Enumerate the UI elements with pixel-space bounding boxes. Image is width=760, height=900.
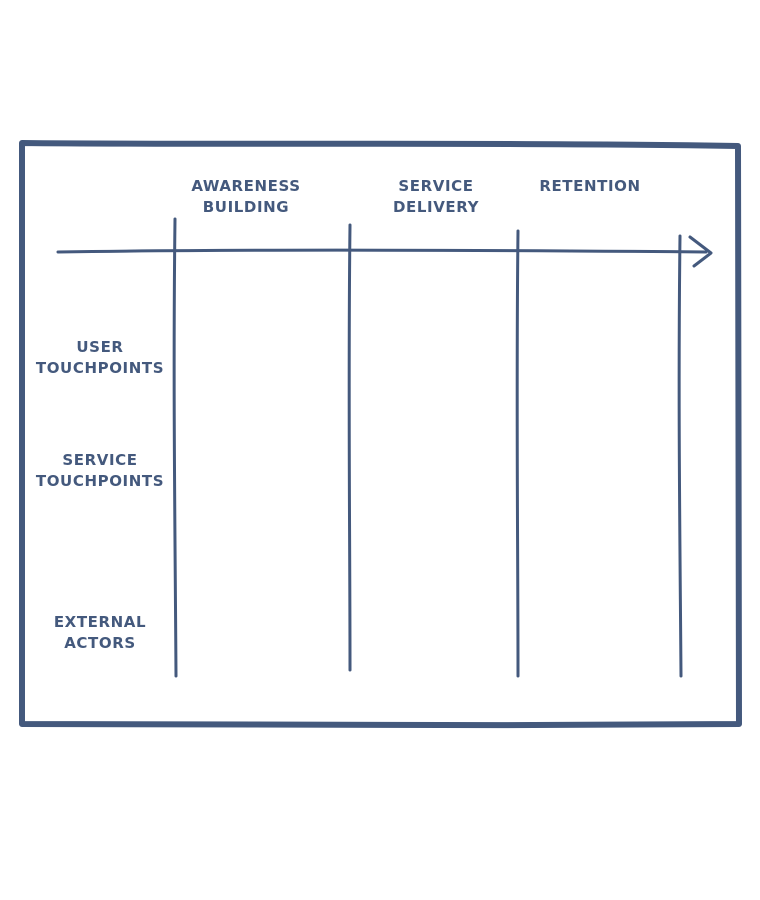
row-label-user-touchpoints: User Touchpoints [30, 337, 170, 379]
row-label-line: Service [62, 451, 138, 469]
frame-border [18, 140, 742, 729]
phase-header-line: Service [398, 177, 474, 195]
row-label-line: Touchpoints [35, 359, 165, 377]
phase-header-line: Delivery [392, 198, 480, 216]
phase-divider-4 [677, 234, 683, 678]
row-label-line: Touchpoints [35, 472, 165, 490]
phase-header-line: Retention [539, 177, 641, 195]
row-label-external-actors: External Actors [30, 612, 170, 654]
phase-header-service-delivery: Service Delivery [366, 176, 506, 218]
phase-divider-3 [515, 229, 520, 678]
row-label-service-touchpoints: Service Touchpoints [30, 450, 170, 492]
phase-header-line: Awareness [191, 177, 301, 195]
row-label-line: User [76, 338, 124, 356]
row-label-line: Actors [64, 634, 136, 652]
timeline-arrowhead [688, 235, 713, 268]
phase-header-line: Building [202, 198, 290, 216]
phase-header-retention: Retention [520, 176, 660, 197]
timeline-arrow-line [56, 248, 708, 254]
phase-divider-1 [172, 217, 178, 678]
phase-divider-2 [347, 223, 352, 672]
phase-header-awareness-building: Awareness Building [176, 176, 316, 218]
row-label-line: External [53, 613, 147, 631]
